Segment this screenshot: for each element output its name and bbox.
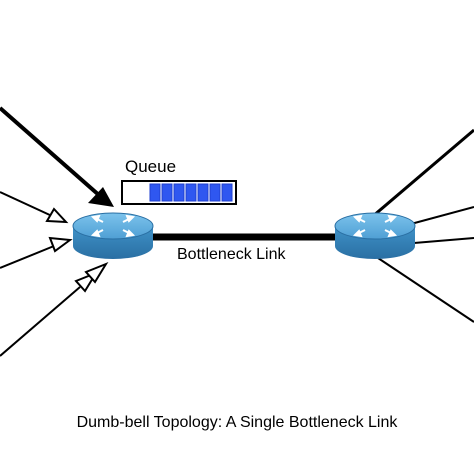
left-link-1 bbox=[0, 106, 102, 198]
queue-packet bbox=[197, 183, 209, 202]
right-link-1 bbox=[365, 128, 474, 224]
left-link-2 bbox=[0, 191, 53, 217]
queue-packet bbox=[209, 183, 221, 202]
diagram-caption: Dumb-bell Topology: A Single Bottleneck … bbox=[76, 414, 398, 431]
queue-packet bbox=[161, 183, 173, 202]
left-arrowhead-1 bbox=[88, 187, 114, 207]
queue-packet bbox=[221, 183, 233, 202]
left-link-3 bbox=[0, 245, 55, 269]
queue-packet bbox=[173, 183, 185, 202]
left-arrowhead-2 bbox=[45, 207, 69, 224]
right-link-4 bbox=[377, 257, 474, 323]
queue-buffer bbox=[121, 180, 237, 205]
queue-label: Queue bbox=[125, 157, 177, 176]
left-link-4 bbox=[0, 286, 81, 357]
left-arrowhead-3 bbox=[48, 236, 73, 253]
left-arrowhead-5 bbox=[84, 261, 109, 284]
left-router-icon bbox=[72, 212, 154, 259]
right-router-icon bbox=[334, 212, 416, 259]
queue-packet bbox=[149, 183, 161, 202]
bottleneck-link-label: Bottleneck Link bbox=[177, 246, 286, 263]
queue-packet bbox=[185, 183, 197, 202]
